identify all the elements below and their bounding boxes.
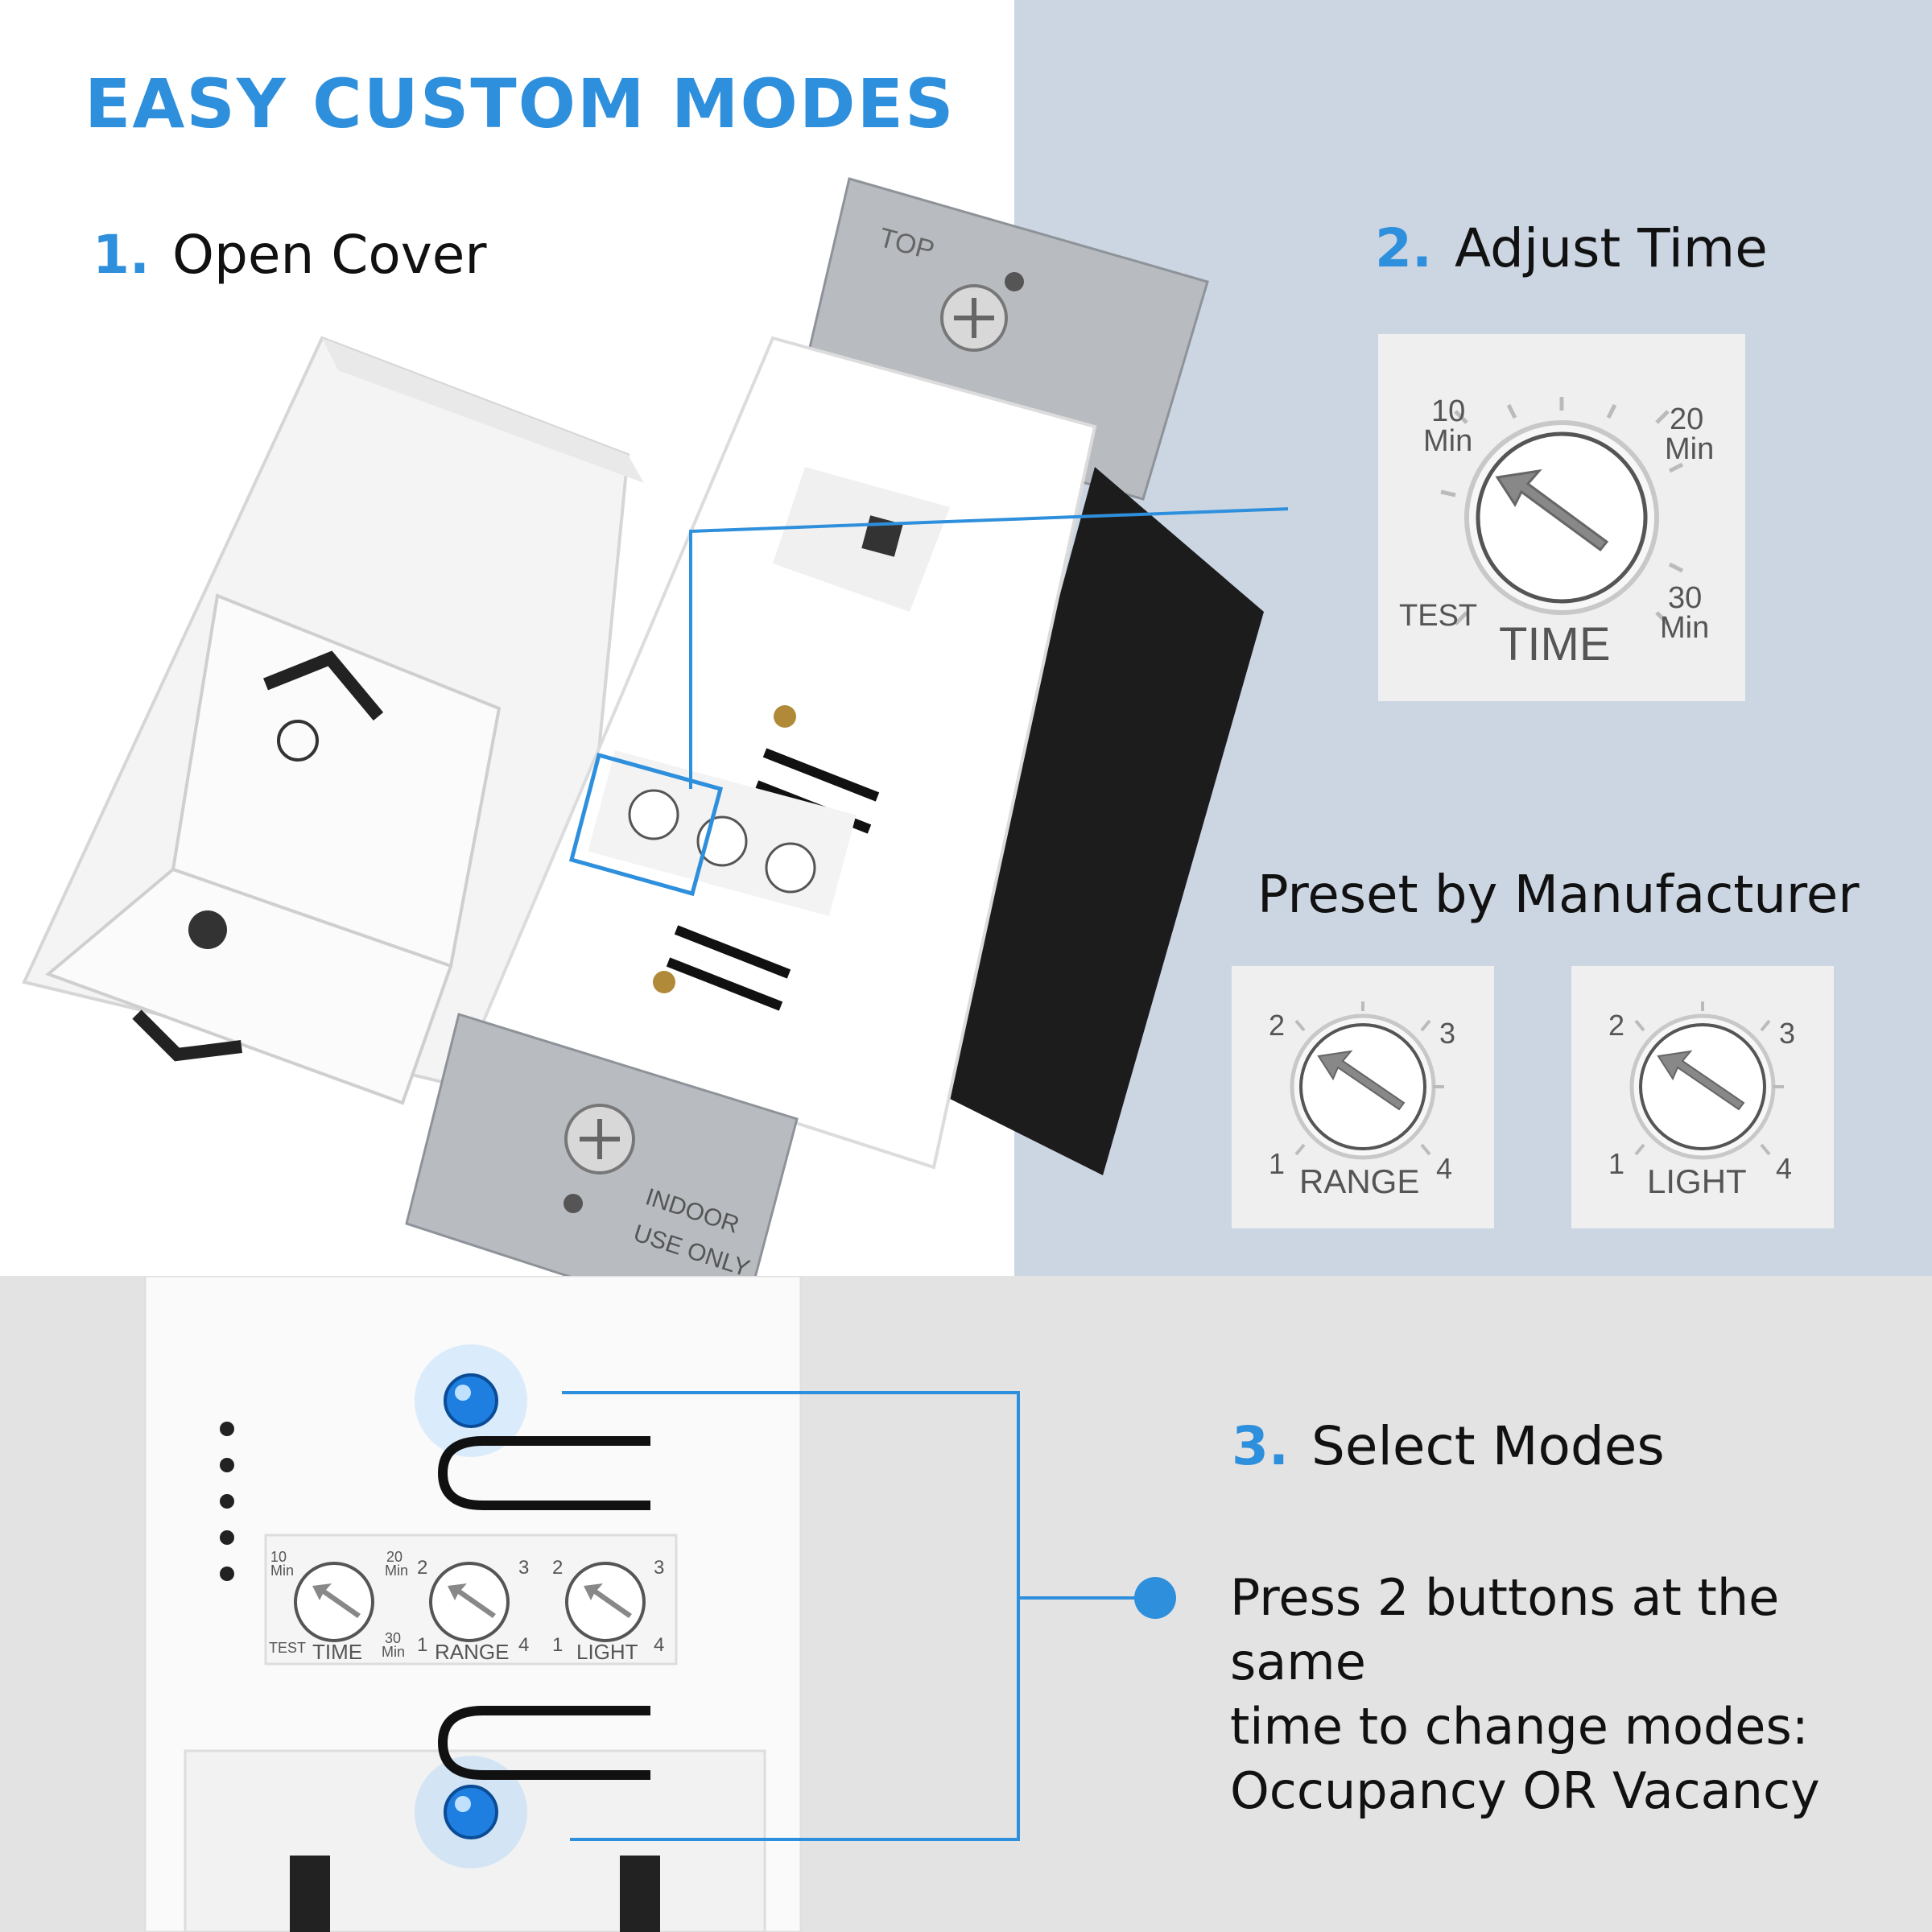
range-dial-detail: 2 3 1 4 RANGE (1232, 966, 1494, 1228)
closeup-illustration: 10 Min 20 Min TEST 30 Min TIME 2 3 1 4 R… (143, 1276, 1176, 1932)
step-label: Select Modes (1311, 1415, 1665, 1477)
light-label-1: 1 (1608, 1147, 1624, 1180)
callout-line-time (689, 507, 1288, 789)
range-dial-label: RANGE (1299, 1162, 1419, 1200)
led-indicator-top (415, 1344, 527, 1457)
closeup-light-1: 1 (552, 1634, 563, 1656)
closeup-light-4: 4 (654, 1634, 664, 1656)
step-label: Adjust Time (1455, 217, 1768, 279)
closeup-time-test: TEST (269, 1640, 306, 1656)
light-dial-label: LIGHT (1647, 1162, 1747, 1200)
light-label-3: 3 (1779, 1017, 1795, 1050)
preset-title: Preset by Manufacturer (1257, 865, 1860, 925)
button-slot-top (437, 1436, 650, 1510)
description-line: Press 2 buttons at the same (1230, 1568, 1780, 1691)
range-label-2: 2 (1269, 1009, 1285, 1042)
closeup-light-dial (565, 1562, 646, 1642)
closeup-time-20: 20 (386, 1549, 402, 1565)
switch-front (481, 336, 1097, 1170)
closeup-light-3: 3 (654, 1557, 664, 1579)
light-label-4: 4 (1776, 1152, 1792, 1185)
closeup-time-dial (294, 1562, 374, 1642)
light-label-2: 2 (1608, 1009, 1624, 1042)
light-dial-icon: 2 3 1 4 LIGHT (1608, 1001, 1795, 1200)
closeup-range-2: 2 (417, 1557, 427, 1579)
indicator-dots (220, 1422, 234, 1581)
light-dial-detail: 2 3 1 4 LIGHT (1571, 966, 1834, 1228)
time-dial-detail: 10 Min 20 Min TEST 30 Min TIME (1378, 334, 1745, 701)
switch-housing (926, 467, 1264, 1175)
range-label-3: 3 (1439, 1017, 1455, 1050)
time-label-test: TEST (1399, 599, 1477, 633)
step-number: 3. (1232, 1415, 1289, 1477)
headline: EASY CUSTOM MODES (85, 64, 956, 143)
product-illustration: TOP INDOOR USE ONLY (22, 177, 1288, 1334)
time-label-min: Min (1660, 611, 1709, 645)
switch-cover (22, 336, 644, 1113)
closeup-time-min: Min (385, 1563, 408, 1579)
step-adjust-time: 2. Adjust Time (1375, 217, 1768, 279)
closeup-range-label: RANGE (435, 1640, 509, 1664)
step-select-modes: 3. Select Modes (1232, 1415, 1665, 1477)
closeup-range-1: 1 (417, 1634, 427, 1656)
time-label-min: Min (1665, 432, 1714, 466)
step-open-cover: 1. Open Cover (93, 224, 487, 286)
select-modes-description: Press 2 buttons at the same time to chan… (1230, 1566, 1906, 1823)
button-slot-bottom (437, 1706, 650, 1780)
range-label-4: 4 (1436, 1152, 1452, 1185)
closeup-light-label: LIGHT (576, 1640, 638, 1664)
closeup-time-label: TIME (312, 1640, 362, 1664)
time-dial-label: TIME (1499, 618, 1611, 671)
led-indicator-bottom (415, 1756, 527, 1868)
closeup-light-2: 2 (552, 1557, 563, 1579)
time-label-20: 20 (1670, 402, 1703, 436)
closeup-range-4: 4 (518, 1634, 529, 1656)
range-label-1: 1 (1269, 1147, 1285, 1180)
closeup-time-10: 10 (270, 1549, 287, 1565)
time-label-30: 30 (1668, 581, 1702, 615)
bottom-mounting-plate: INDOOR USE ONLY (405, 1013, 799, 1334)
closeup-time-30: 30 (385, 1630, 401, 1646)
time-label-10: 10 (1431, 394, 1465, 428)
callout-bracket-modes (562, 1391, 1020, 1841)
description-line: time to change modes: (1230, 1697, 1809, 1756)
range-dial-icon: 2 3 1 4 RANGE (1269, 1001, 1455, 1200)
closeup-time-min: Min (382, 1644, 405, 1660)
step-number: 2. (1375, 217, 1432, 279)
step-number: 1. (93, 224, 150, 286)
closeup-range-3: 3 (518, 1557, 529, 1579)
step-label: Open Cover (172, 224, 487, 286)
description-line: Occupancy OR Vacancy (1230, 1761, 1820, 1820)
time-label-min: Min (1423, 424, 1472, 458)
time-dial-icon: 10 Min 20 Min TEST 30 Min TIME (1399, 394, 1714, 671)
closeup-time-min: Min (270, 1563, 294, 1579)
closeup-range-dial (429, 1562, 510, 1642)
callout-dot-modes (1134, 1577, 1176, 1619)
